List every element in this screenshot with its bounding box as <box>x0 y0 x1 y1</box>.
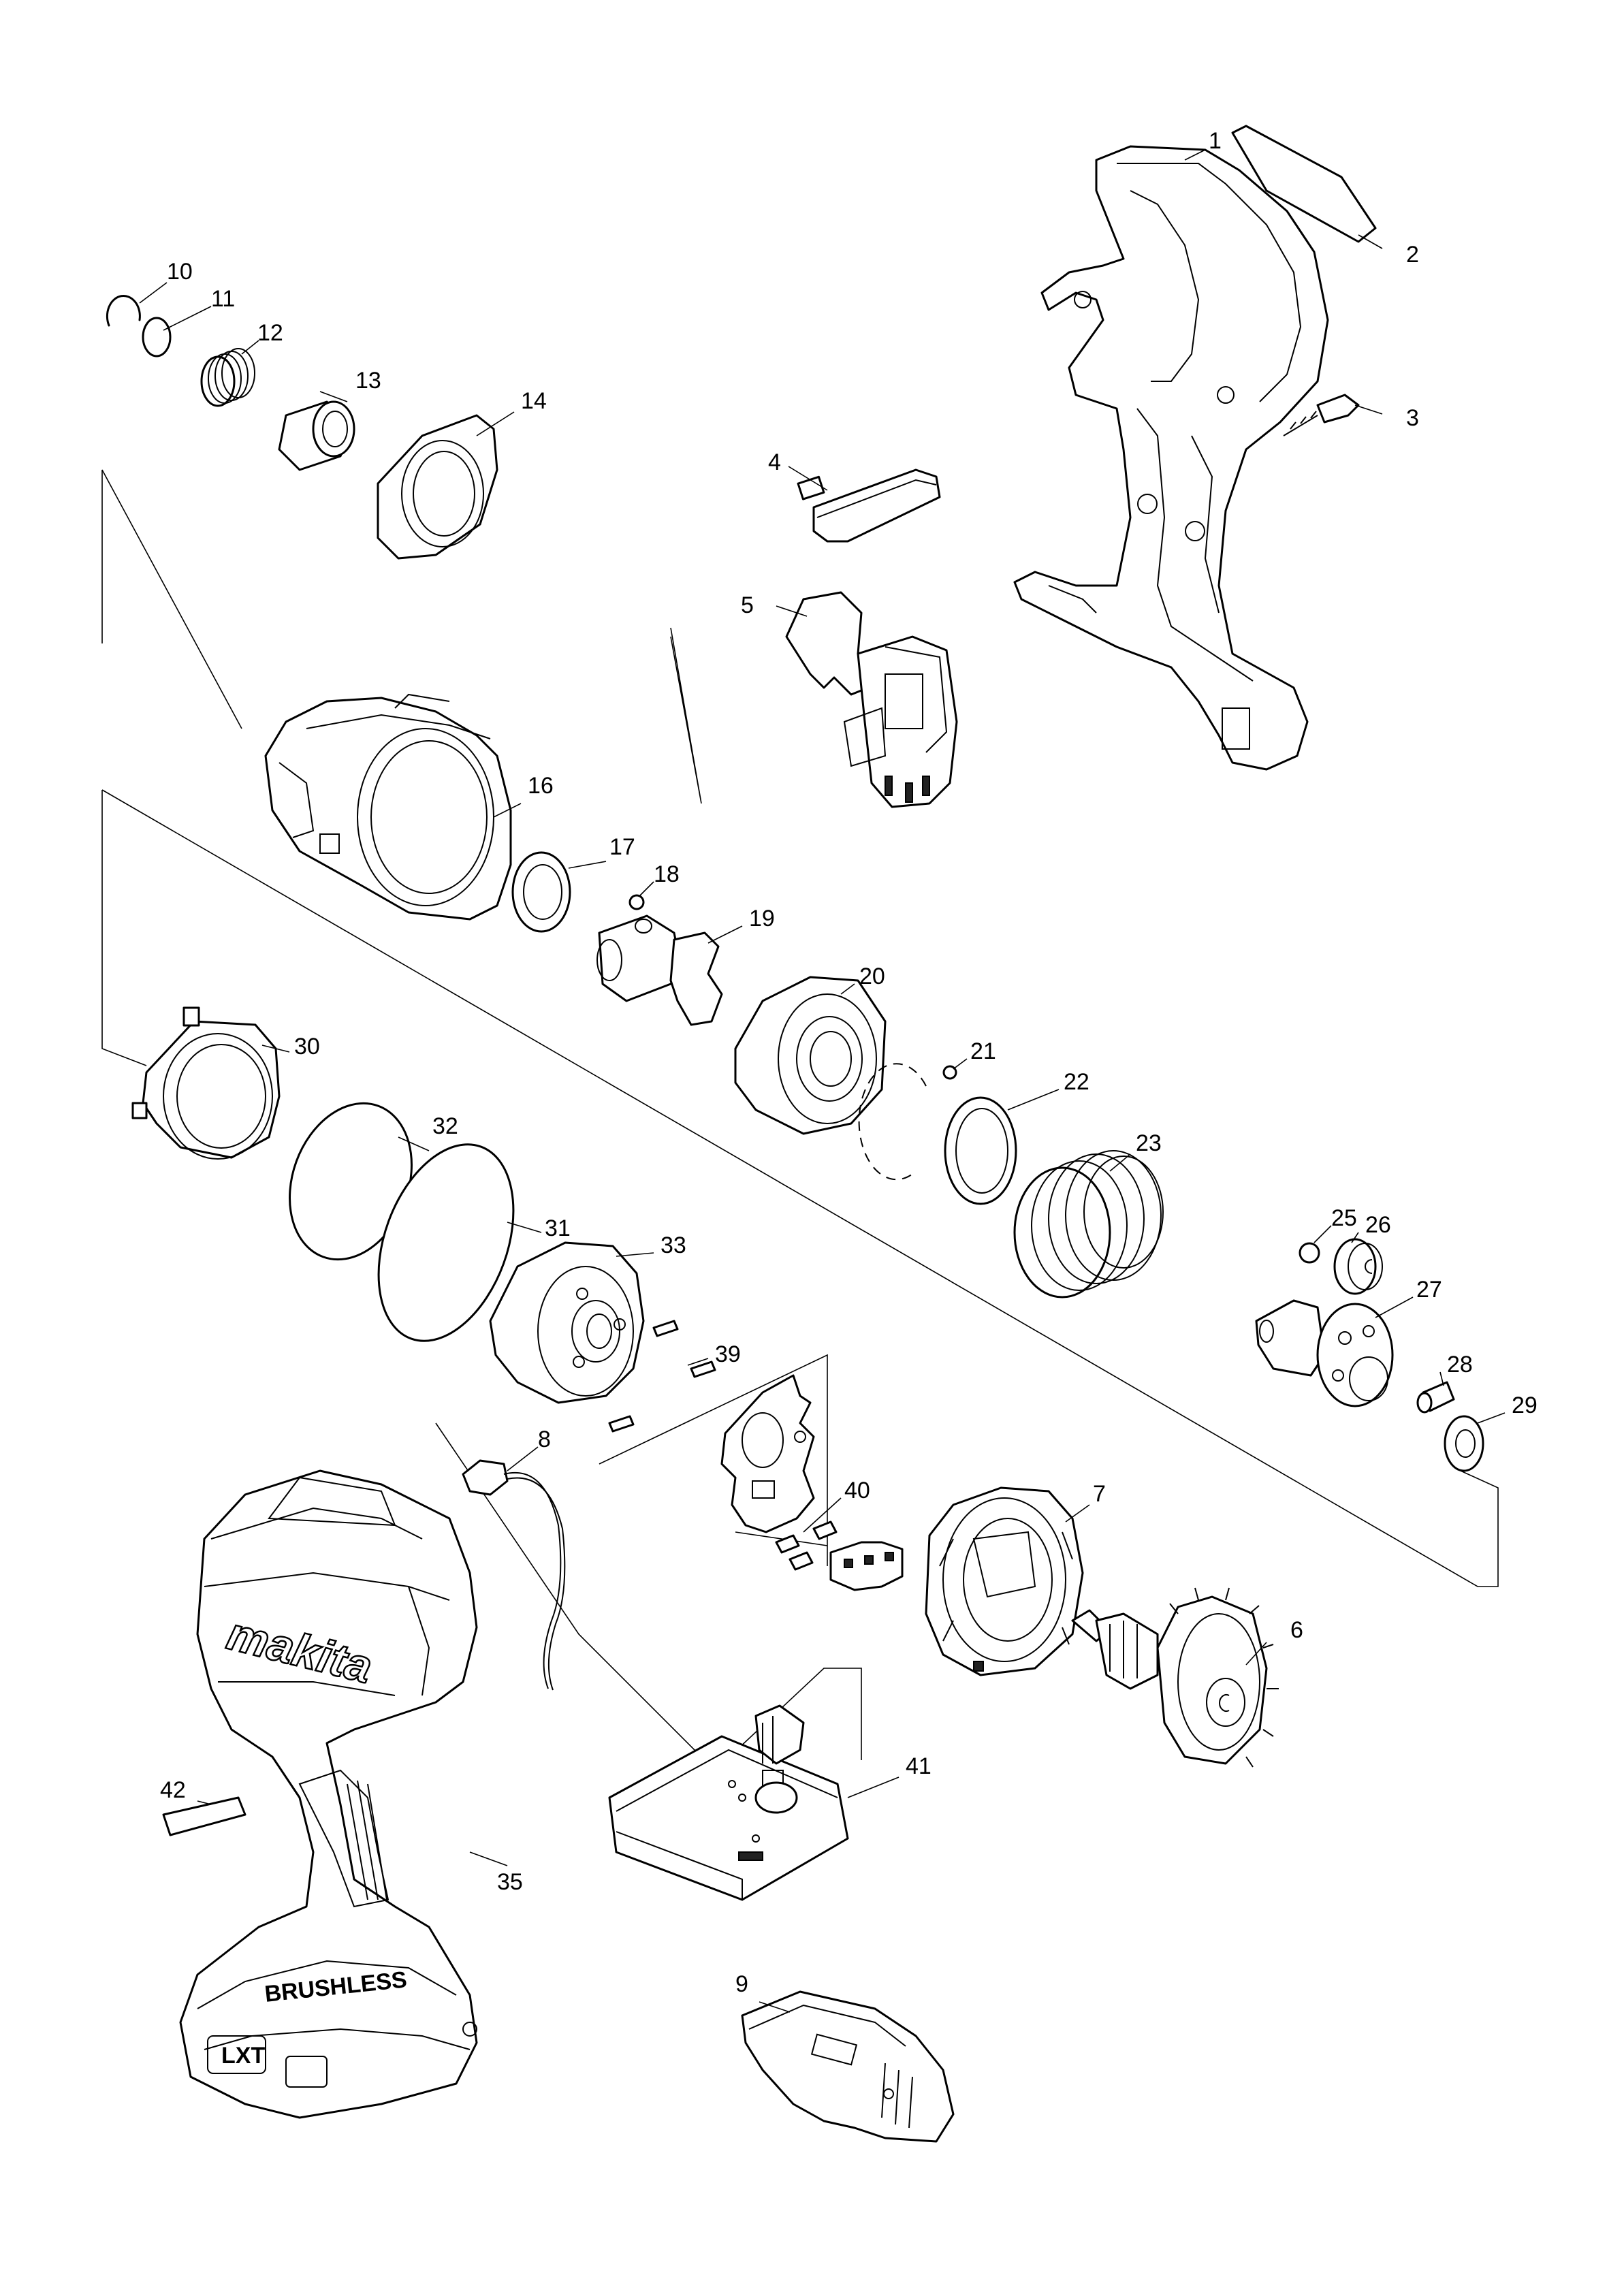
part-22-washer <box>944 1096 1017 1205</box>
callout-6: 6 <box>1290 1617 1303 1643</box>
callout-19: 19 <box>749 906 775 931</box>
part-13-sleeve <box>278 400 355 471</box>
part-41-controller <box>608 1704 849 1901</box>
callout-22: 22 <box>1064 1069 1089 1095</box>
callout-14: 14 <box>521 388 547 414</box>
callout-21: 21 <box>970 1038 996 1064</box>
callout-16: 16 <box>528 773 554 799</box>
part-4-switch-lever <box>797 468 941 543</box>
part-29-washer <box>1444 1415 1484 1472</box>
part-33-motor-bracket <box>489 1241 645 1404</box>
part-25-steel-ball <box>1299 1242 1320 1264</box>
callout-39: 39 <box>715 1341 741 1367</box>
callout-41: 41 <box>906 1753 932 1779</box>
callout-40: 40 <box>844 1478 870 1503</box>
callout-10: 10 <box>167 259 193 285</box>
callout-17: 17 <box>609 834 635 860</box>
part-3-screw <box>1283 394 1360 436</box>
callout-29: 29 <box>1512 1392 1538 1418</box>
callout-13: 13 <box>355 368 381 394</box>
part-30-ring <box>131 1006 281 1160</box>
callout-8: 8 <box>538 1427 551 1452</box>
part-12-spring <box>200 348 255 407</box>
callout-32: 32 <box>432 1113 458 1139</box>
part-18-steel-ball <box>628 894 645 910</box>
part-1-housing-half <box>1013 145 1329 771</box>
part-21-steel-balls <box>858 1063 957 1181</box>
part-28-pin <box>1416 1381 1455 1414</box>
callout-33: 33 <box>660 1232 686 1258</box>
part-27-spindle <box>1255 1299 1394 1407</box>
part-5-trigger-switch <box>785 591 958 808</box>
part-23-spring <box>1013 1150 1164 1299</box>
part-20-hammer <box>734 976 887 1135</box>
callout-9: 9 <box>735 1971 748 1997</box>
part-31-o-ring <box>377 1143 515 1342</box>
part-11-washer <box>142 317 172 357</box>
callout-11: 11 <box>211 286 235 312</box>
part-6-rotor <box>1071 1587 1279 1768</box>
part-7-stator <box>925 1486 1084 1676</box>
callout-35: 35 <box>497 1869 523 1895</box>
part-39-screws <box>608 1320 716 1433</box>
callout-leaders <box>139 149 1506 2013</box>
callout-numbers: 1 2 3 4 5 6 7 8 9 10 11 12 13 14 16 17 1… <box>160 128 1538 1997</box>
part-10-retaining-ring <box>106 295 141 327</box>
callout-23: 23 <box>1136 1130 1162 1156</box>
callout-30: 30 <box>294 1034 320 1060</box>
part-19-anvil <box>596 914 723 1026</box>
callout-25: 25 <box>1331 1205 1357 1231</box>
part-35-housing-set: makita BRUSHLESS LXT <box>179 1469 478 2119</box>
callout-27: 27 <box>1416 1277 1442 1303</box>
part-14-anvil-cover <box>377 414 498 560</box>
part-9-terminal <box>741 1990 955 2143</box>
callout-28: 28 <box>1447 1352 1473 1377</box>
part-26-bearing <box>1333 1238 1383 1295</box>
callout-20: 20 <box>859 963 885 989</box>
part-8-wire-lead <box>462 1459 566 1691</box>
part-42-label <box>162 1796 246 1836</box>
sensor-plate <box>720 1374 815 1533</box>
callout-1: 1 <box>1209 128 1222 154</box>
callout-2: 2 <box>1406 242 1419 268</box>
battery-label: LXT <box>221 2043 265 2069</box>
callout-3: 3 <box>1406 405 1419 431</box>
callout-12: 12 <box>257 320 283 346</box>
part-40-screws <box>775 1520 904 1591</box>
part-16-front-housing <box>264 693 512 921</box>
part-2-label-sticker <box>1231 125 1377 243</box>
part-17-washer <box>511 851 571 933</box>
callout-5: 5 <box>741 592 754 618</box>
callout-26: 26 <box>1365 1212 1391 1238</box>
callout-4: 4 <box>768 449 781 475</box>
callout-7: 7 <box>1093 1481 1106 1507</box>
callout-31: 31 <box>545 1215 571 1241</box>
callout-42: 42 <box>160 1777 186 1803</box>
callout-18: 18 <box>654 861 680 887</box>
